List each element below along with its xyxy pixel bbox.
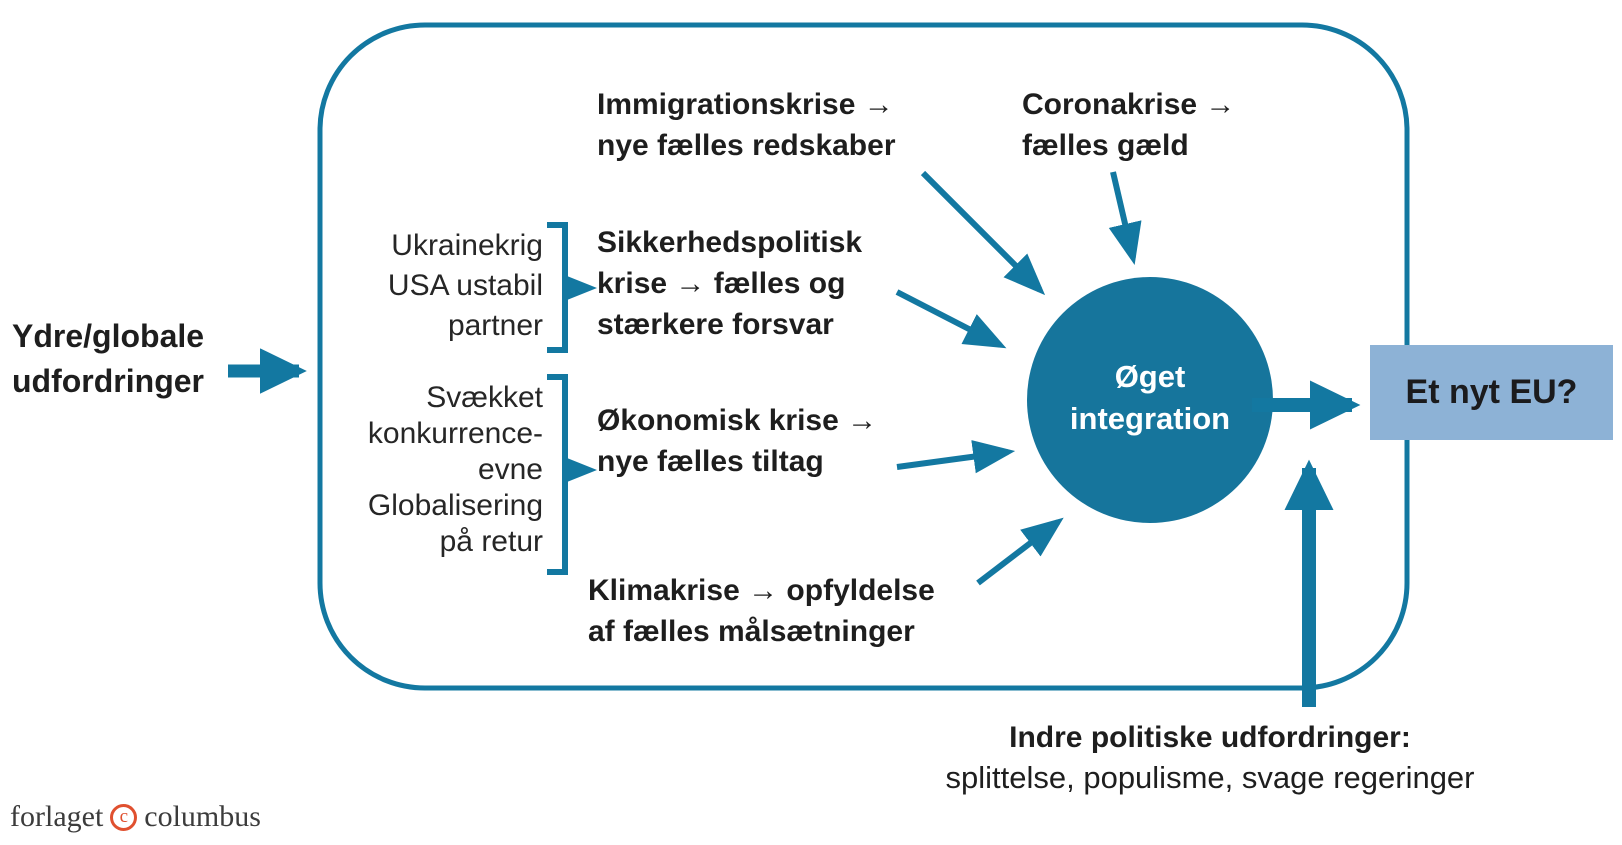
economy-crisis-label: Økonomisk krise → nye fælles tiltag xyxy=(597,400,877,482)
economy-source-2b: på retur xyxy=(439,525,543,558)
integration-circle-label: Øget integration xyxy=(1027,356,1273,440)
economy-sources-list: Svækket konkurrence- evne Globalisering … xyxy=(320,380,543,560)
integration-line1: Øget xyxy=(1114,359,1186,394)
economy-source-1c: evne xyxy=(477,453,543,486)
immigration-crisis-label: Immigrationskrise → nye fælles redskaber xyxy=(597,84,896,166)
economy-source-1a: Svækket xyxy=(426,381,543,414)
economy-line1: Økonomisk krise → xyxy=(597,404,878,437)
corona-arrow xyxy=(1108,171,1142,266)
immigration-line1: Immigrationskrise → xyxy=(597,88,894,121)
economy-line2: nye fælles tiltag xyxy=(597,445,824,478)
security-line1: Sikkerhedspolitisk xyxy=(597,226,863,259)
internal-challenge-label: Indre politiske udfordringer: splittelse… xyxy=(935,718,1485,798)
publisher-logo-pre: forlaget xyxy=(10,800,104,833)
security-sources-bracket xyxy=(547,222,568,353)
security-line3: stærkere forsvar xyxy=(597,308,834,341)
corona-line2: fælles gæld xyxy=(1022,129,1189,162)
result-box: Et nyt EU? xyxy=(1370,345,1613,440)
security-sources-list: Ukrainekrig USA ustabil partner xyxy=(320,226,543,346)
external-challenge-line2: udfordringer xyxy=(12,363,204,399)
economy-arrow xyxy=(896,440,1016,474)
publisher-logo-post: columbus xyxy=(144,800,261,833)
immigration-line2: nye fælles redskaber xyxy=(597,129,896,162)
security-arrow xyxy=(895,289,1007,349)
economy-source-2a: Globalisering xyxy=(367,489,543,522)
integration-line2: integration xyxy=(1069,401,1231,436)
integration-circle xyxy=(1027,277,1273,523)
corona-crisis-label: Coronakrise → fælles gæld xyxy=(1022,84,1235,166)
security-crisis-label: Sikkerhedspolitisk krise → fælles og stæ… xyxy=(597,222,862,345)
economy-source-1b: konkurrence- xyxy=(367,417,543,450)
security-source-1: Ukrainekrig xyxy=(391,229,543,262)
external-challenge-line1: Ydre/globale xyxy=(12,318,205,354)
security-source-2a: USA ustabil xyxy=(387,269,543,302)
climate-arrow xyxy=(976,517,1064,586)
external-challenge-label: Ydre/globale udfordringer xyxy=(12,314,204,404)
result-box-label: Et nyt EU? xyxy=(1405,373,1578,411)
copyright-icon: c xyxy=(110,803,138,831)
climate-line2: af fælles målsætninger xyxy=(588,615,915,648)
climate-crisis-label: Klimakrise → opfyldelse af fælles målsæt… xyxy=(588,570,935,652)
immigration-arrow xyxy=(920,170,1046,296)
security-line2: krise → fælles og xyxy=(597,267,846,300)
internal-challenge-line2: splittelse, populisme, svage regeringer xyxy=(945,760,1475,795)
security-source-2b: partner xyxy=(447,309,543,342)
publisher-logo: forlaget c columbus xyxy=(10,800,261,834)
climate-line1: Klimakrise → opfyldelse xyxy=(588,574,935,607)
economy-sources-bracket xyxy=(547,374,568,575)
corona-line1: Coronakrise → xyxy=(1022,88,1236,121)
internal-challenge-line1: Indre politiske udfordringer: xyxy=(1009,721,1411,754)
